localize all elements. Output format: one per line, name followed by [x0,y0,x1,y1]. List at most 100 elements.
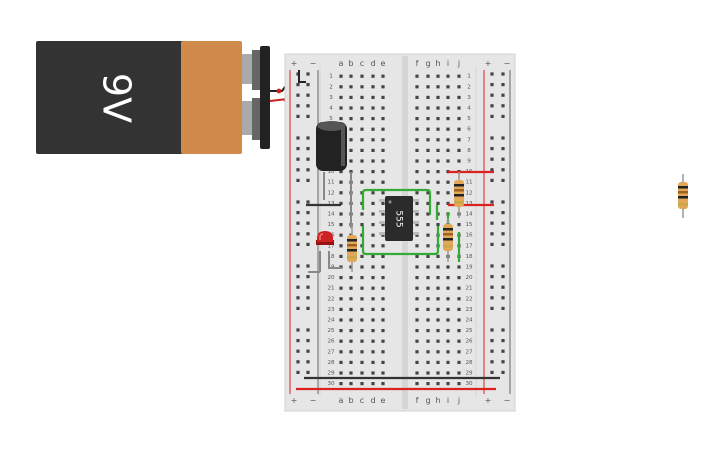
hole-b29[interactable] [349,371,352,374]
hole-b6[interactable] [349,128,352,131]
hole-d24[interactable] [371,318,374,321]
hole-g22[interactable] [426,297,429,300]
hole-a4[interactable] [339,106,342,109]
hole-c3[interactable] [360,96,363,99]
hole-j7[interactable] [457,138,460,141]
hole-f22[interactable] [415,297,418,300]
hole-e21[interactable] [381,287,384,290]
hole-h26[interactable] [436,340,439,343]
hole-c18[interactable] [360,255,363,258]
hole-j22[interactable] [457,297,460,300]
rail-right-minus-hole[interactable] [501,371,504,374]
rail-left-minus-hole[interactable] [306,222,309,225]
hole-e1[interactable] [381,75,384,78]
hole-d19[interactable] [371,265,374,268]
hole-f29[interactable] [415,371,418,374]
hole-h25[interactable] [436,329,439,332]
hole-d5[interactable] [371,117,374,120]
rail-right-plus-hole[interactable] [490,94,493,97]
hole-f27[interactable] [415,350,418,353]
hole-j9[interactable] [457,159,460,162]
hole-a1[interactable] [339,75,342,78]
hole-b26[interactable] [349,340,352,343]
rail-right-minus-hole[interactable] [501,339,504,342]
hole-g23[interactable] [426,308,429,311]
hole-a25[interactable] [339,329,342,332]
hole-j20[interactable] [457,276,460,279]
rail-right-minus-hole[interactable] [501,104,504,107]
hole-c5[interactable] [360,117,363,120]
hole-f7[interactable] [415,138,418,141]
rail-right-minus-hole[interactable] [501,136,504,139]
hole-c30[interactable] [360,382,363,385]
rail-left-minus-hole[interactable] [306,168,309,171]
hole-f28[interactable] [415,361,418,364]
hole-e28[interactable] [381,361,384,364]
hole-d30[interactable] [371,382,374,385]
rail-left-minus-hole[interactable] [306,360,309,363]
hole-g29[interactable] [426,371,429,374]
hole-f18[interactable] [415,255,418,258]
rail-right-plus-hole[interactable] [490,211,493,214]
hole-c24[interactable] [360,318,363,321]
hole-d25[interactable] [371,329,374,332]
battery-9v[interactable]: 9V [36,41,270,154]
hole-j29[interactable] [457,371,460,374]
hole-c22[interactable] [360,297,363,300]
rail-left-plus-hole[interactable] [296,211,299,214]
rail-left-minus-hole[interactable] [306,72,309,75]
hole-c19[interactable] [360,265,363,268]
hole-i9[interactable] [446,159,449,162]
hole-c26[interactable] [360,340,363,343]
rail-left-minus-hole[interactable] [306,339,309,342]
hole-e9[interactable] [381,159,384,162]
hole-j24[interactable] [457,318,460,321]
rail-right-minus-hole[interactable] [501,211,504,214]
hole-d4[interactable] [371,106,374,109]
hole-b23[interactable] [349,308,352,311]
rail-left-minus-hole[interactable] [306,328,309,331]
hole-f13[interactable] [415,202,418,205]
hole-b1[interactable] [349,75,352,78]
rail-right-plus-hole[interactable] [490,179,493,182]
rail-right-minus-hole[interactable] [501,286,504,289]
rail-right-plus-hole[interactable] [490,307,493,310]
rail-right-plus-hole[interactable] [490,328,493,331]
hole-a29[interactable] [339,371,342,374]
rail-left-minus-hole[interactable] [306,264,309,267]
rail-left-plus-hole[interactable] [296,94,299,97]
hole-a15[interactable] [339,223,342,226]
hole-g20[interactable] [426,276,429,279]
hole-a28[interactable] [339,361,342,364]
hole-d26[interactable] [371,340,374,343]
hole-f23[interactable] [415,308,418,311]
hole-g7[interactable] [426,138,429,141]
hole-h18[interactable] [436,255,439,258]
rail-right-minus-hole[interactable] [501,115,504,118]
hole-c28[interactable] [360,361,363,364]
hole-g3[interactable] [426,96,429,99]
resistor-loose[interactable] [678,174,688,218]
hole-j8[interactable] [457,149,460,152]
rail-right-plus-hole[interactable] [490,243,493,246]
rail-right-minus-hole[interactable] [501,72,504,75]
hole-d12[interactable] [371,191,374,194]
hole-i8[interactable] [446,149,449,152]
rail-right-minus-hole[interactable] [501,350,504,353]
hole-f19[interactable] [415,265,418,268]
hole-e11[interactable] [381,181,384,184]
rail-left-minus-hole[interactable] [306,296,309,299]
hole-j3[interactable] [457,96,460,99]
rail-left-plus-hole[interactable] [296,339,299,342]
hole-c23[interactable] [360,308,363,311]
rail-right-plus-hole[interactable] [490,232,493,235]
hole-i28[interactable] [446,361,449,364]
hole-b30[interactable] [349,382,352,385]
hole-j4[interactable] [457,106,460,109]
hole-j26[interactable] [457,340,460,343]
rail-left-plus-hole[interactable] [296,232,299,235]
rail-right-plus-hole[interactable] [490,264,493,267]
hole-d22[interactable] [371,297,374,300]
rail-right-minus-hole[interactable] [501,168,504,171]
hole-b20[interactable] [349,276,352,279]
